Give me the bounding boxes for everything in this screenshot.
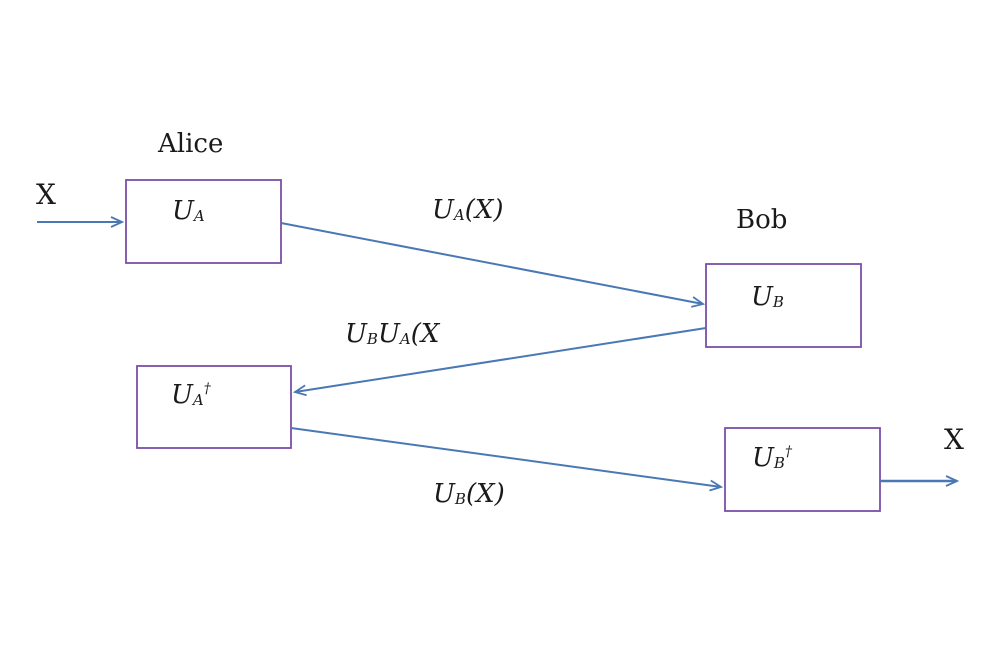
output-x-label: X bbox=[944, 423, 964, 456]
box-ub bbox=[705, 263, 862, 348]
alice-label: Alice bbox=[158, 129, 224, 159]
box-ub-label: UB bbox=[751, 282, 784, 312]
arrow-ua-to-ub bbox=[280, 222, 703, 304]
box-ub-dagger bbox=[724, 427, 881, 512]
edge-ua-dagger-to-ub-dagger-label: UB(X) bbox=[433, 479, 505, 509]
box-ub-dagger-label: UB† bbox=[752, 443, 792, 473]
box-ua-label: UA bbox=[172, 196, 205, 226]
arrow-ub-to-ua-dagger bbox=[295, 327, 707, 392]
box-ua-dagger bbox=[136, 365, 292, 449]
arrow-ua-dagger-to-ub-dagger bbox=[290, 427, 721, 487]
box-ua bbox=[125, 179, 282, 264]
input-x-label: X bbox=[36, 178, 56, 211]
bob-label: Bob bbox=[736, 205, 788, 235]
edge-ua-to-ub-label: UA(X) bbox=[432, 195, 504, 225]
box-ua-dagger-label: UA† bbox=[171, 380, 211, 410]
edge-ub-to-ua-dagger-label: UBUA(X bbox=[345, 319, 440, 349]
